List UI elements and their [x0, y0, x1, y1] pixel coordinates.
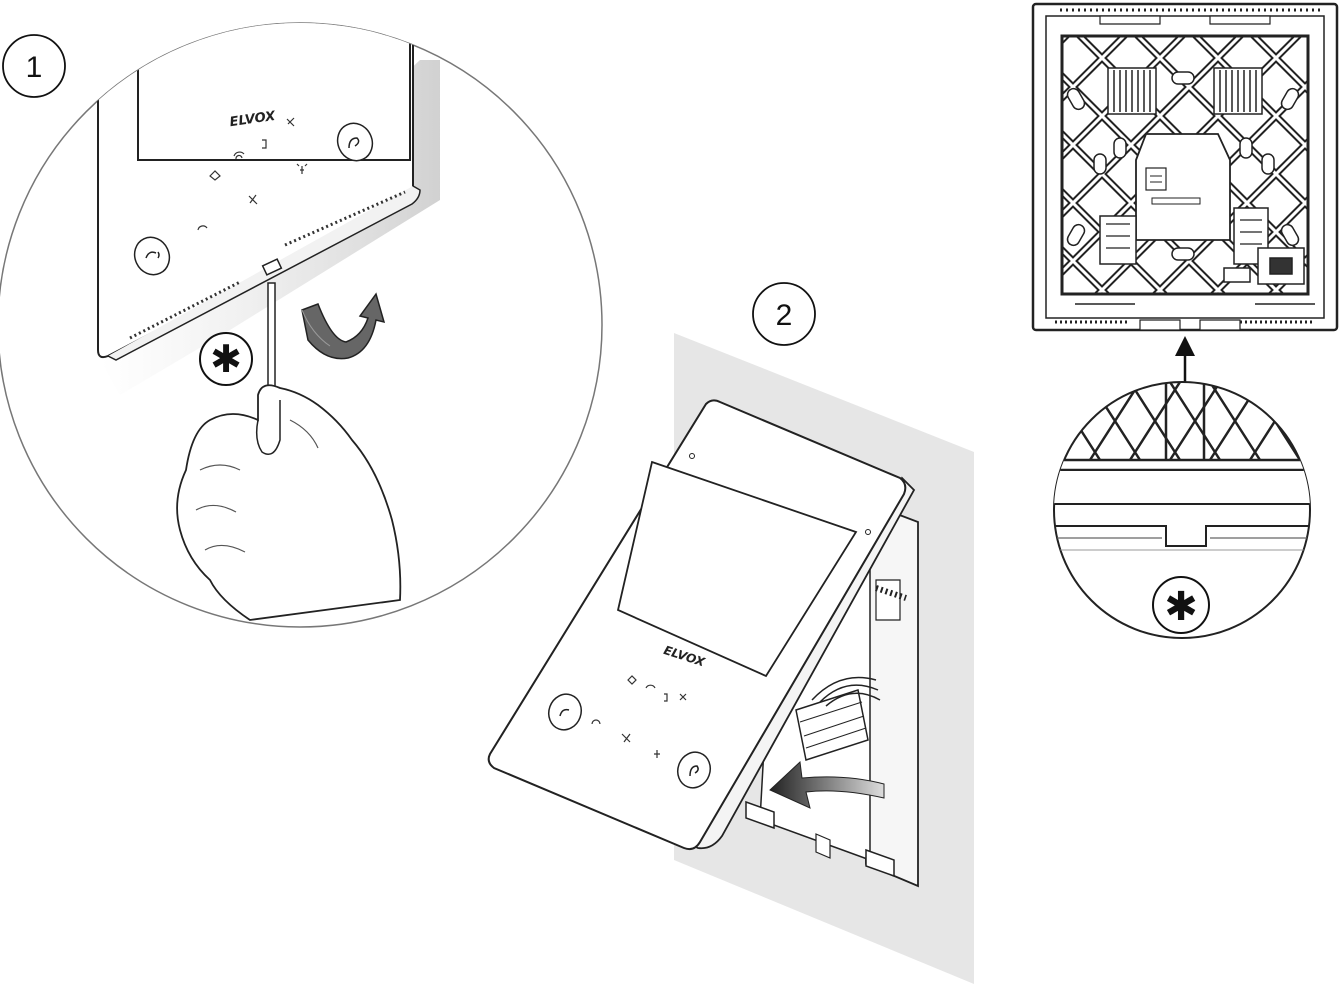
door-open-icon: [262, 139, 267, 149]
insert-arrow-icon: [769, 760, 885, 809]
up-arrow-icon: [1175, 336, 1195, 384]
answer-button-2: [548, 693, 582, 731]
brand-logo: ELVOX: [229, 109, 277, 130]
mute-icon-2: [248, 194, 258, 205]
wifi-icon: [233, 151, 245, 160]
bracket-marker-symbol: ✱: [1164, 584, 1198, 630]
mute-icon-3: [679, 693, 687, 701]
answer-call-icon-2: [591, 719, 601, 725]
mute-icon: [286, 117, 295, 127]
step-1-marker: ✱: [199, 332, 253, 386]
status-icons: [197, 117, 308, 231]
door-closed-icon-2: [627, 675, 637, 685]
rotate-arrow-icon: [301, 292, 386, 360]
light-icon: [296, 163, 308, 174]
step-1-group: 1 ELVOX: [0, 22, 603, 628]
step-2-badge: 2: [752, 282, 816, 346]
mute-icon-4: [621, 733, 631, 743]
bracket-detail-circle: ✱: [1053, 381, 1311, 639]
door-open-icon-2: [664, 693, 668, 702]
step-1-marker-symbol: ✱: [210, 337, 242, 381]
step-1-detail-circle: ELVOX: [0, 22, 603, 628]
bracket-detail-group: ✱: [1031, 2, 1339, 639]
light-icon-2: [654, 750, 660, 758]
monitor-tilted: ELVOX: [487, 399, 916, 851]
door-release-button: [336, 122, 374, 162]
monitor-screen-2: [616, 460, 858, 678]
step-1-number: 1: [26, 51, 43, 84]
wifi-icon-2: [645, 684, 656, 689]
door-closed-icon: [209, 170, 221, 181]
step-2-group: 2: [487, 282, 974, 984]
door-release-button-2: [677, 751, 711, 789]
step-1-badge: 1: [2, 34, 66, 98]
release-notch: [261, 258, 283, 276]
answer-button: [133, 236, 171, 276]
bracket-marker: ✱: [1152, 576, 1210, 634]
answer-call-icon: [197, 225, 208, 231]
step-2-number: 2: [776, 299, 793, 332]
terminal-block: [795, 579, 901, 761]
hand-icon: [176, 384, 402, 621]
monitor-front-closeup: ELVOX: [97, 23, 421, 361]
bracket-front-view: [1031, 2, 1339, 332]
status-icons-2: [591, 675, 687, 758]
